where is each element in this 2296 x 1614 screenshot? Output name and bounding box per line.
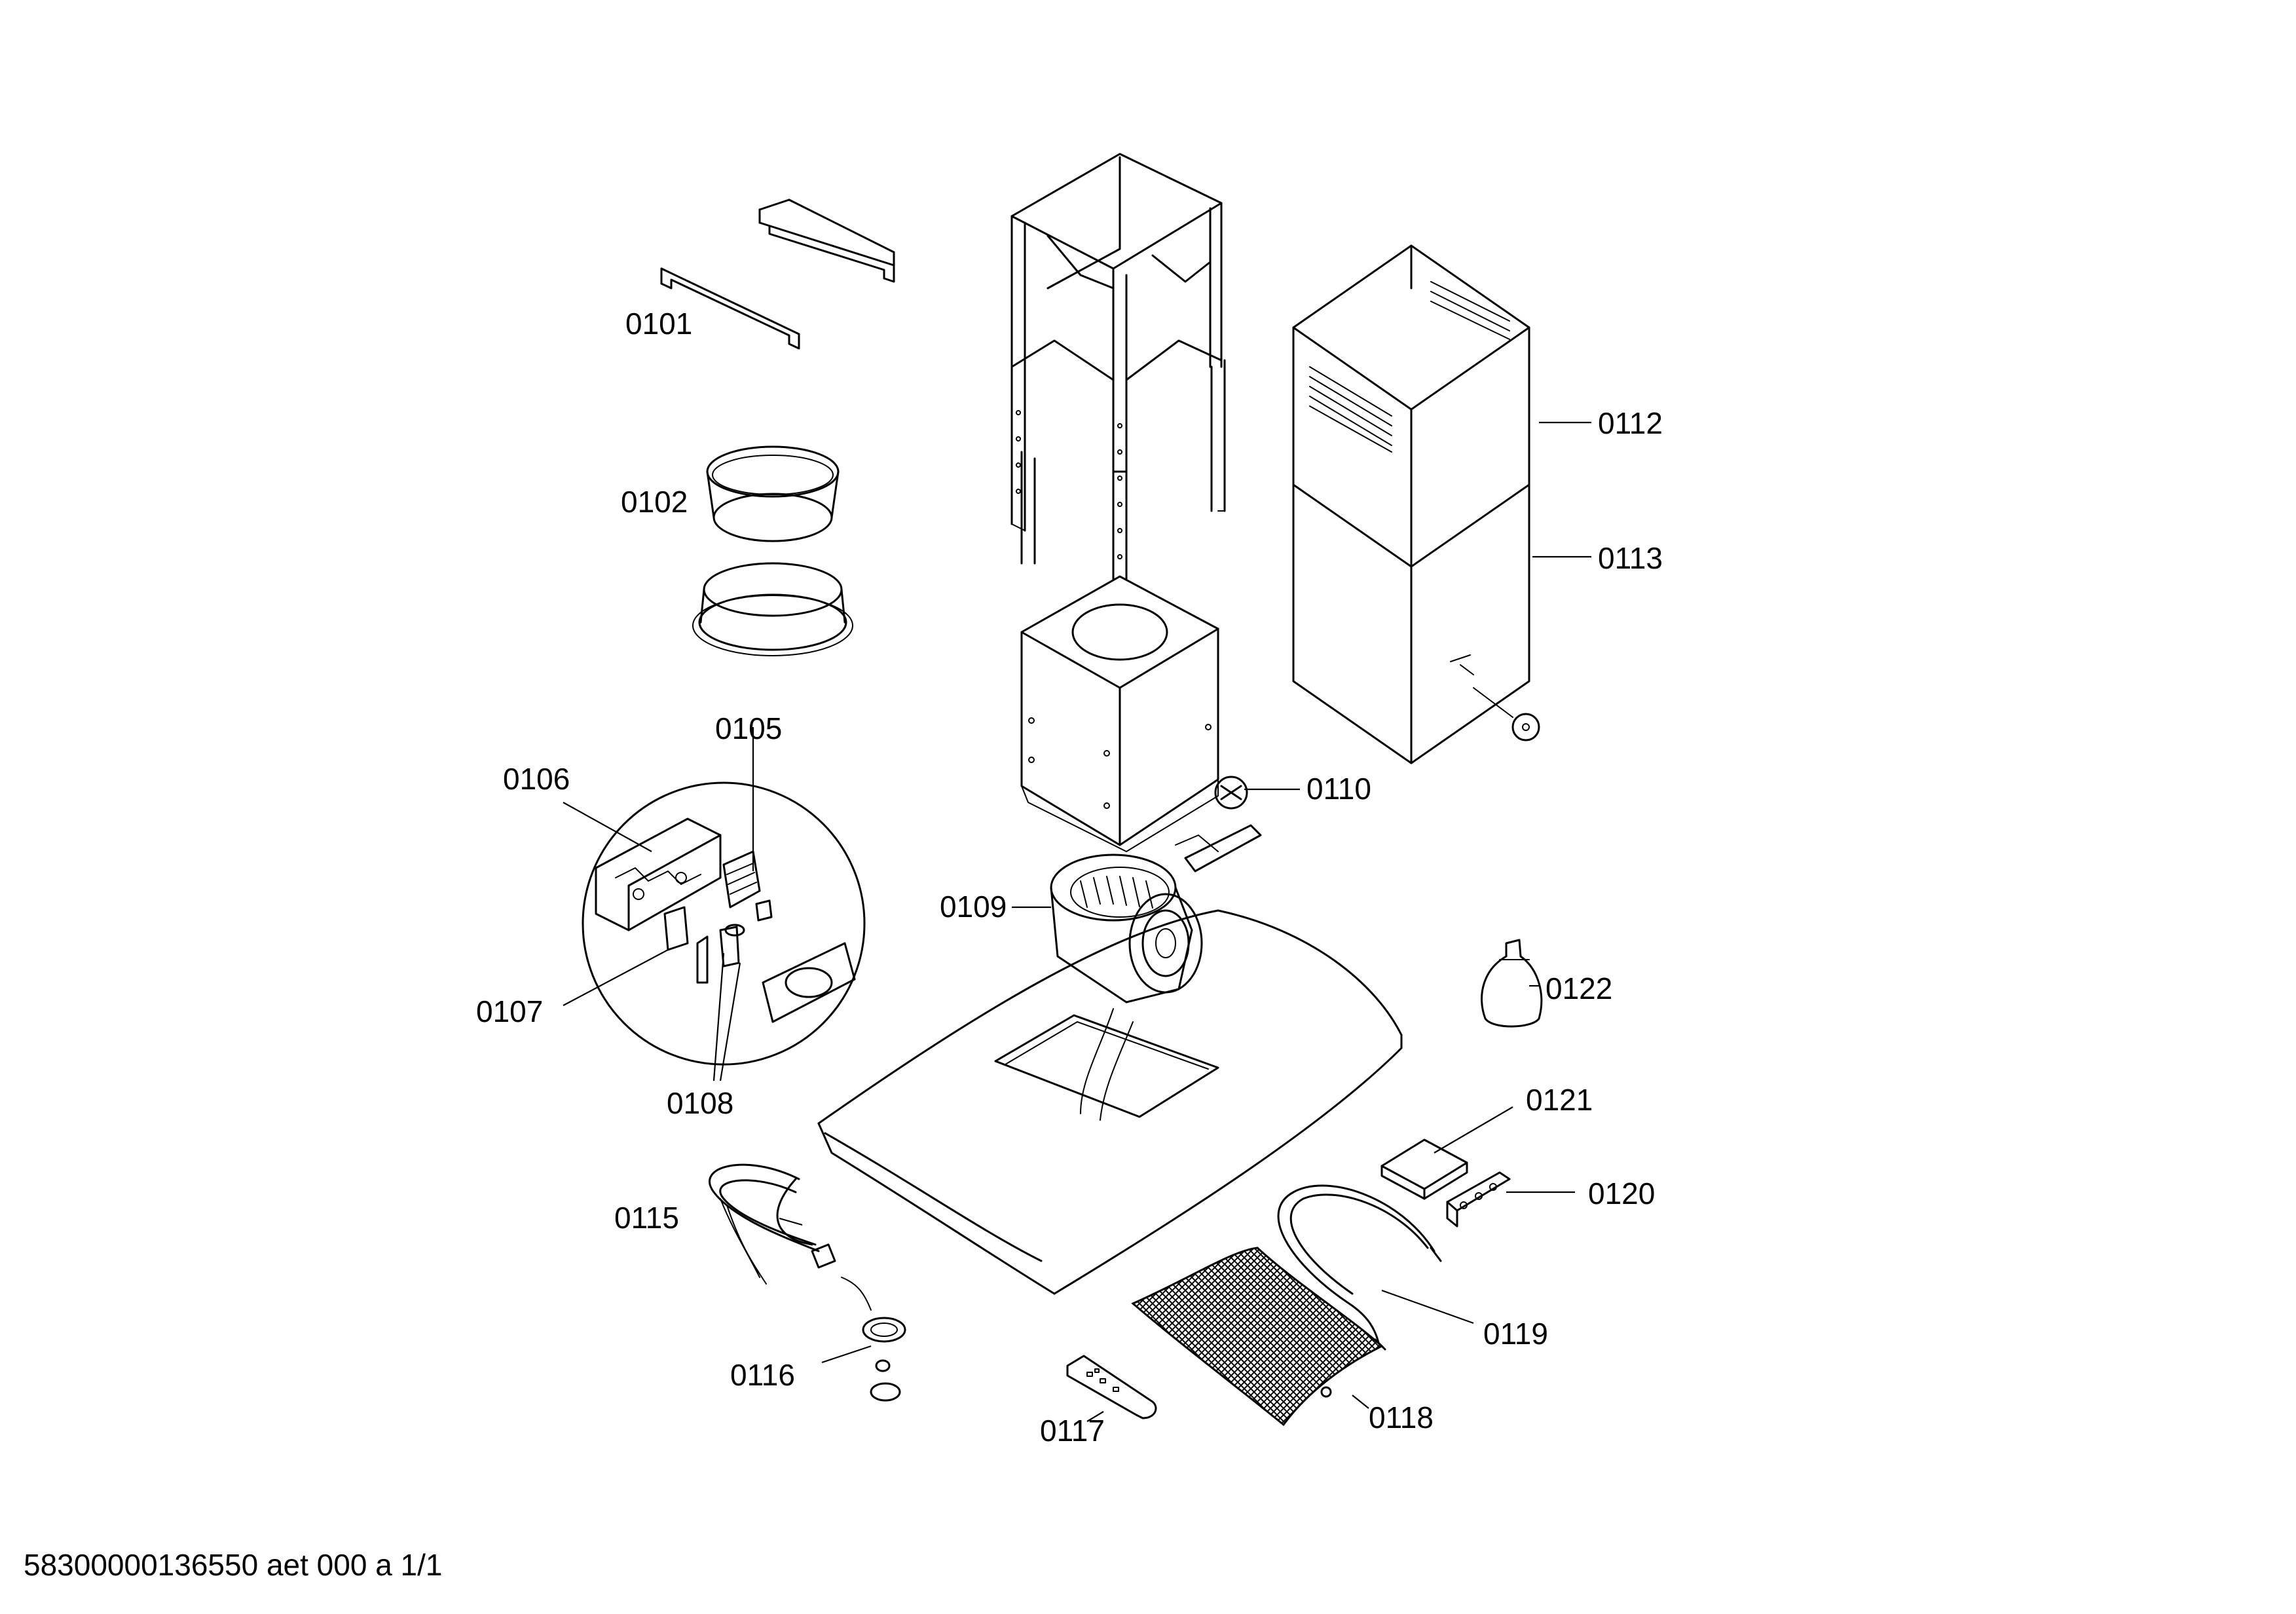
part-0113-lower-chimney	[1292, 483, 1540, 764]
inner-housing-box	[1020, 575, 1219, 852]
label-0113: 0113	[1598, 541, 1663, 575]
label-0108: 0108	[667, 1086, 733, 1120]
label-0115: 0115	[614, 1201, 679, 1235]
part-0121-bracket	[1380, 1138, 1468, 1200]
control-detail-callout	[582, 781, 866, 1066]
part-labels: 0101 0102 0105 0106 0107 0108 0109 0110 …	[476, 307, 1663, 1448]
label-0120: 0120	[1588, 1176, 1655, 1210]
label-0122: 0122	[1546, 971, 1612, 1005]
part-0116-lamp	[841, 1277, 906, 1402]
hood-canopy	[817, 909, 1403, 1295]
label-0101: 0101	[625, 307, 692, 341]
part-0120-switch-strip	[1446, 1171, 1511, 1228]
part-0101-brackets	[660, 198, 895, 350]
document-reference-footer: 58300000136550 aet 000 a 1/1	[24, 1548, 443, 1582]
leader-lines	[563, 421, 1591, 1422]
label-0118: 0118	[1369, 1400, 1434, 1435]
label-0119: 0119	[1483, 1317, 1548, 1351]
part-0102-duct-connectors	[692, 445, 853, 656]
part-0119-cable-loop	[1277, 1184, 1442, 1351]
label-0112: 0112	[1598, 406, 1663, 440]
label-0116: 0116	[730, 1358, 795, 1392]
label-0121: 0121	[1526, 1083, 1593, 1117]
part-0110-clip	[1175, 776, 1262, 873]
chimney-frame	[1010, 153, 1226, 610]
label-0110: 0110	[1306, 772, 1371, 806]
label-0117: 0117	[1040, 1414, 1105, 1448]
label-0106: 0106	[503, 762, 570, 796]
part-0115-cable	[709, 1163, 836, 1285]
label-0109: 0109	[940, 890, 1007, 924]
part-0117-remote	[1066, 1355, 1157, 1419]
part-0122-parts-bag	[1481, 939, 1543, 1028]
label-0102: 0102	[621, 485, 688, 519]
part-0118-filter	[1131, 1247, 1384, 1427]
part-0112-upper-chimney	[1292, 244, 1530, 568]
part-0109-blower	[1050, 854, 1203, 1004]
label-0107: 0107	[476, 994, 543, 1028]
label-0105: 0105	[715, 711, 782, 745]
